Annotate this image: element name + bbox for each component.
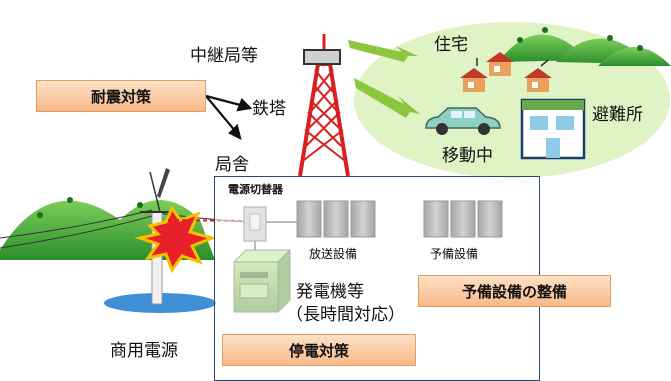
houses — [460, 52, 552, 92]
outage-measures-box: 停電対策 — [222, 334, 416, 366]
housing-label: 住宅 — [434, 35, 468, 55]
broadcast-equipment-label: 放送設備 — [309, 247, 358, 261]
commercial-power-label: 商用電源 — [110, 341, 178, 361]
spare-equipment-label: 予備設備 — [430, 247, 479, 261]
station-building-label: 局舎 — [215, 155, 249, 175]
power-switch-label: 電源切替器 — [228, 183, 283, 196]
seismic-measures-box: 耐震対策 — [36, 80, 206, 112]
evacuation-center-label: 避難所 — [592, 105, 643, 125]
moving-label: 移動中 — [442, 146, 493, 166]
spare-equipment-maintenance-box: 予備設備の整備 — [418, 275, 611, 307]
car — [425, 107, 501, 135]
relay-station-label: 中継局等 — [190, 46, 258, 66]
transmission-tower — [298, 34, 350, 177]
generator-note-label: （長時間対応） — [286, 305, 405, 325]
tower-label: 鉄塔 — [252, 99, 286, 119]
outage-burst-icon — [134, 204, 217, 274]
hills-right — [498, 27, 671, 66]
shelter-building — [520, 98, 586, 160]
seismic-arrows — [205, 94, 253, 141]
generator-label: 発電機等 — [296, 282, 364, 302]
radio-waves — [348, 40, 420, 118]
